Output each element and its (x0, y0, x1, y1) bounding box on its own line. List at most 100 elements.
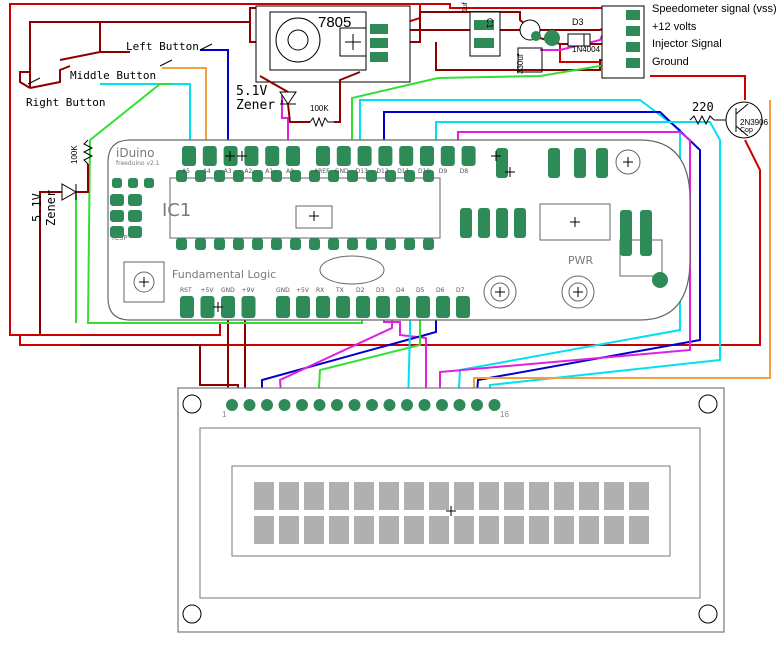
pad-ic-bot-1 (195, 238, 206, 250)
pad-comp-4 (460, 208, 472, 238)
lcd-cell (404, 516, 424, 544)
pad-ic-bot-10 (366, 238, 377, 250)
label-plus12: +12 volts (652, 21, 697, 33)
header-bottom-right-label: D5 (416, 287, 425, 294)
pad-icsp-2-0 (110, 226, 124, 238)
pad-a-4 (265, 146, 280, 166)
label-100k-left: 100K (70, 145, 79, 164)
input-connector (601, 5, 645, 79)
pad-ic-top-4 (252, 170, 263, 182)
label-right-button: Right Button (26, 96, 106, 109)
pad-misc-1 (128, 178, 138, 188)
pad-comp-11 (640, 226, 652, 256)
label-ic1: IC1 (162, 200, 192, 221)
transistor-2n3906 (689, 101, 763, 139)
pad-misc-0 (112, 178, 122, 188)
label-speedometer: Speedometer signal (vss) (652, 3, 777, 15)
lcd-pin (401, 399, 413, 411)
lcd-cell (604, 516, 624, 544)
lcd-cell (279, 516, 299, 544)
pad-icsp-1-0 (110, 210, 124, 222)
pad-ic-bot-3 (233, 238, 244, 250)
lcd-cell (354, 482, 374, 510)
header-bottom-right-label: +5V (296, 287, 309, 294)
pad-bot-3 (336, 296, 350, 318)
pad-ic-bot-5 (271, 238, 282, 250)
capacitor-330uf (517, 19, 560, 73)
header-bottom-left-label: GND (221, 287, 235, 294)
zener-left (39, 139, 94, 334)
header-top-right-label: GND (334, 168, 349, 175)
lcd-cell (429, 516, 449, 544)
label-zener-top-2: Zener (236, 98, 276, 113)
lcd-pin (453, 399, 466, 411)
button-switches (27, 43, 213, 85)
header-top-label: A5 (182, 168, 190, 175)
lcd-cell (329, 482, 349, 510)
cross-reset (139, 277, 149, 287)
label-c1: C1 (485, 18, 494, 29)
header-top-right-label: D11 (397, 168, 410, 175)
lcd-cell (379, 516, 399, 544)
lcd-pin (243, 399, 256, 411)
lcd-cell (479, 516, 499, 544)
pad-comp-0 (496, 148, 508, 178)
label-d3: D3 (572, 17, 584, 27)
pad-d-4 (399, 146, 414, 166)
lcd-cell (379, 482, 399, 510)
label-pwr: PWR (568, 254, 594, 267)
capacitor-c1 (469, 11, 501, 57)
cross-pwr1 (495, 287, 505, 297)
pad-bot-9 (456, 296, 470, 318)
lcd-cell (354, 516, 374, 544)
header-bottom-right-label: D6 (436, 287, 445, 294)
cross-pwr2 (573, 287, 583, 297)
cross-cap (623, 157, 633, 167)
lcd-pin (261, 399, 273, 411)
arduino-board (107, 139, 691, 321)
label-2n3906: 2N3906 (740, 118, 769, 127)
pad-ic-top-12 (404, 170, 415, 182)
lcd-cell (629, 482, 649, 510)
pad-bot-0 (276, 296, 290, 318)
pad-ic-top-6 (290, 170, 301, 182)
board-pads (110, 146, 652, 318)
pad-pwr-2 (221, 296, 235, 318)
pad-comp-5 (478, 208, 490, 238)
pad-bot-5 (376, 296, 390, 318)
header-bottom-right-label: D7 (456, 287, 465, 294)
header-bottom-left-label: +5V (200, 287, 214, 294)
pad-ic-top-3 (233, 170, 244, 182)
header-bottom-right-label: D2 (356, 287, 365, 294)
cross-r2 (505, 167, 515, 177)
label-100k-top: 100K (310, 104, 329, 113)
pad-ic-top-10 (366, 170, 377, 182)
regulator-7805 (255, 5, 411, 83)
header-bottom-left-label: RST (180, 287, 192, 294)
lcd-cell (454, 516, 474, 544)
label-zener-left: 5.1V (30, 193, 44, 222)
pad-d-2 (357, 146, 372, 166)
pad-ic-bot-12 (404, 238, 415, 250)
pad-ic-bot-2 (214, 238, 225, 250)
lcd-cell (504, 482, 524, 510)
pad-icsp-0-1 (128, 194, 142, 206)
lcd-cell (404, 482, 424, 510)
pad-d-6 (440, 146, 455, 166)
pad-comp-6 (496, 208, 508, 238)
header-bottom-right-label: D3 (376, 287, 385, 294)
label-injector: Injector Signal (652, 38, 722, 50)
pad-comp-7 (514, 208, 526, 238)
pad-icsp-2-1 (128, 226, 142, 238)
cross-r1 (491, 151, 501, 161)
pad-ic-bot-13 (423, 238, 434, 250)
header-top-right-label: AREF (314, 168, 330, 175)
lcd-cell (279, 482, 299, 510)
zener-top (259, 71, 361, 128)
lcd-cell (554, 516, 574, 544)
lcd-cell (254, 516, 274, 544)
lcd-pin (313, 399, 326, 411)
pad-comp-3 (596, 148, 608, 178)
lcd-pin (471, 399, 483, 411)
